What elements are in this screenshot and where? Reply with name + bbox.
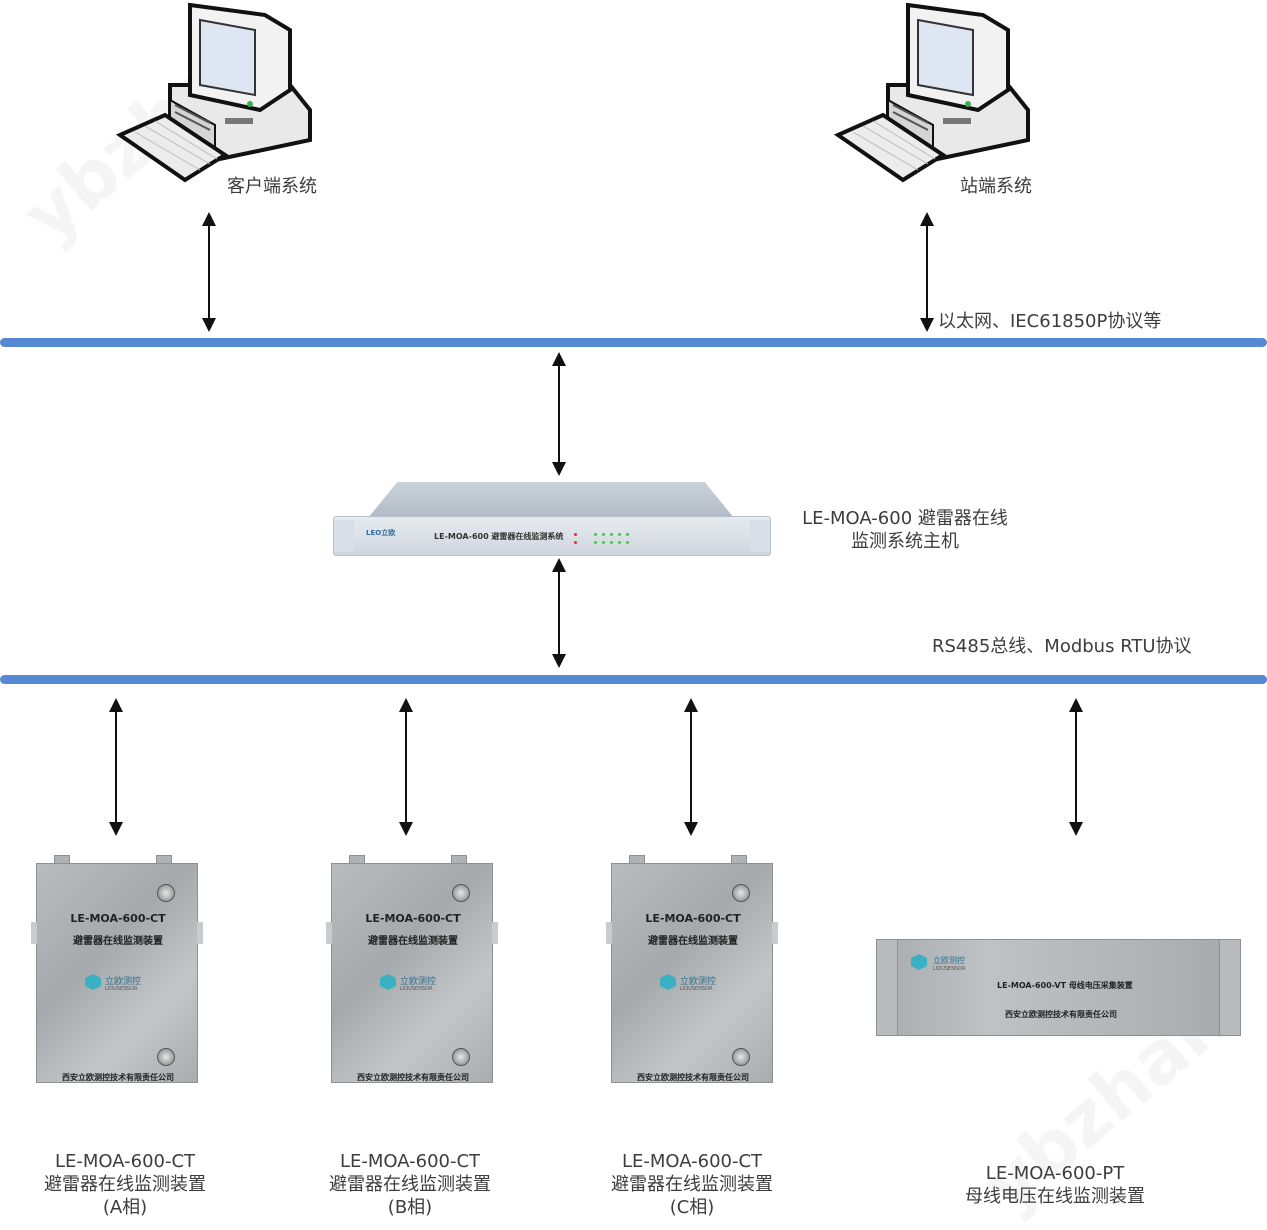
panel-model: LE-MOA-600-CT	[70, 912, 166, 925]
panel-brand: 立欧测控	[400, 977, 437, 987]
brand-logo-icon	[911, 954, 927, 970]
side-port	[492, 922, 498, 944]
panel-company: 西安立欧测控技术有限责任公司	[357, 1073, 469, 1082]
side-port	[772, 922, 778, 944]
host-label: LE-MOA-600 避雷器在线 监测系统主机	[790, 507, 1020, 553]
led-green	[602, 533, 605, 536]
host-label-line1: LE-MOA-600 避雷器在线	[802, 508, 1008, 529]
panel-name: 避雷器在线监测装置	[368, 936, 458, 947]
led-red	[574, 533, 577, 536]
arrow-ethernet-host	[552, 352, 566, 476]
arrow-rs485-device-a	[109, 698, 123, 836]
rack-flange-right	[1219, 940, 1240, 1035]
client-system-label: 客户端系统	[227, 176, 317, 197]
panel-brand: 立欧测控	[105, 977, 142, 987]
panel-brand-en: LIOUSENSOR	[400, 986, 433, 992]
station-computer	[833, 0, 1033, 190]
device-model: LE-MOA-600-PT	[985, 1163, 1125, 1184]
station-system-label: 站端系统	[960, 176, 1032, 197]
device-model: LE-MOA-600-CT	[621, 1151, 763, 1172]
device-name: 母线电压在线监测装置	[965, 1186, 1145, 1207]
ct-device-a: LE-MOA-600-CT 避雷器在线监测装置 立欧测控 LIOUSENSOR …	[31, 855, 203, 1083]
device-name: 避雷器在线监测装置	[329, 1174, 491, 1195]
panel-model: LE-MOA-600-CT	[645, 912, 741, 925]
indicator-knob	[452, 884, 470, 902]
arrow-station-ethernet	[920, 212, 934, 332]
side-port	[326, 922, 332, 944]
panel-brand: 立欧测控	[933, 956, 965, 965]
device-c-label: LE-MOA-600-CT 避雷器在线监测装置 (C相)	[587, 1150, 797, 1219]
panel-company: 西安立欧测控技术有限责任公司	[637, 1073, 749, 1082]
device-name: 避雷器在线监测装置	[611, 1174, 773, 1195]
indicator-knob	[452, 1048, 470, 1066]
rack-top	[368, 482, 734, 518]
rack-panel-title: LE-MOA-600 避雷器在线监测系统	[434, 532, 564, 541]
device-model: LE-MOA-600-CT	[54, 1151, 196, 1172]
panel-model: LE-MOA-600-CT	[365, 912, 461, 925]
led-green	[594, 533, 597, 536]
device-name: 避雷器在线监测装置	[44, 1174, 206, 1195]
device-phase: (C相)	[669, 1197, 715, 1218]
client-computer	[115, 0, 315, 190]
led-green	[618, 533, 621, 536]
panel-name: 避雷器在线监测装置	[648, 936, 738, 947]
desktop-computer-icon	[833, 2, 1030, 183]
panel-company: 西安立欧测控技术有限责任公司	[1005, 1010, 1117, 1019]
panel-brand-en: LIOUSENSOR	[933, 966, 966, 972]
arrow-rs485-device-b	[399, 698, 413, 836]
side-port	[197, 922, 203, 944]
host-label-line2: 监测系统主机	[851, 531, 959, 552]
indicator-knob	[732, 884, 750, 902]
arrow-rs485-device-pt	[1069, 698, 1083, 836]
led-green	[626, 533, 629, 536]
rs485-bus	[0, 675, 1267, 684]
rack-ear-right	[750, 520, 770, 552]
led-green	[602, 541, 605, 544]
panel-name: 避雷器在线监测装置	[73, 936, 163, 947]
arrow-rs485-device-c	[684, 698, 698, 836]
brand-logo-icon	[660, 974, 676, 990]
led-green	[618, 541, 621, 544]
panel-brand: 立欧测控	[680, 977, 717, 987]
indicator-knob	[732, 1048, 750, 1066]
led-green	[626, 541, 629, 544]
ethernet-bus	[0, 338, 1267, 347]
rack-ear-left	[334, 520, 354, 552]
indicator-knob	[157, 1048, 175, 1066]
desktop-computer-icon	[115, 2, 312, 183]
pt-device: 立欧测控 LIOUSENSOR LE-MOA-600-VT 母线电压采集装置 西…	[876, 939, 1241, 1036]
led-green	[594, 541, 597, 544]
led-green	[610, 533, 613, 536]
ct-enclosure: LE-MOA-600-CT 避雷器在线监测装置 立欧测控 LIOUSENSOR …	[326, 863, 498, 1083]
ethernet-protocol-label: 以太网、IEC61850P协议等	[938, 311, 1162, 332]
device-pt-label: LE-MOA-600-PT 母线电压在线监测装置	[940, 1162, 1170, 1208]
device-phase: (B相)	[387, 1197, 433, 1218]
panel-title: LE-MOA-600-VT 母线电压采集装置	[997, 981, 1133, 990]
rack-brand: LEO立欧	[366, 529, 396, 537]
ct-enclosure: LE-MOA-600-CT 避雷器在线监测装置 立欧测控 LIOUSENSOR …	[31, 863, 203, 1083]
ct-device-c: LE-MOA-600-CT 避雷器在线监测装置 立欧测控 LIOUSENSOR …	[606, 855, 778, 1083]
indicator-knob	[157, 884, 175, 902]
panel-brand-en: LIOUSENSOR	[105, 986, 138, 992]
panel-company: 西安立欧测控技术有限责任公司	[62, 1073, 174, 1082]
led-green	[610, 541, 613, 544]
arrow-client-ethernet	[202, 212, 216, 332]
brand-logo-icon	[85, 974, 101, 990]
ct-device-b: LE-MOA-600-CT 避雷器在线监测装置 立欧测控 LIOUSENSOR …	[326, 855, 498, 1083]
rack-flange-left	[877, 940, 898, 1035]
side-port	[606, 922, 612, 944]
device-model: LE-MOA-600-CT	[339, 1151, 481, 1172]
arrow-host-rs485	[552, 558, 566, 668]
side-port	[31, 922, 37, 944]
device-a-label: LE-MOA-600-CT 避雷器在线监测装置 (A相)	[20, 1150, 230, 1219]
panel-brand-en: LIOUSENSOR	[680, 986, 713, 992]
brand-logo-icon	[380, 974, 396, 990]
host-rack-unit: LEO立欧 LE-MOA-600 避雷器在线监测系统	[333, 482, 771, 556]
device-phase: (A相)	[102, 1197, 148, 1218]
ct-enclosure: LE-MOA-600-CT 避雷器在线监测装置 立欧测控 LIOUSENSOR …	[606, 863, 778, 1083]
device-b-label: LE-MOA-600-CT 避雷器在线监测装置 (B相)	[305, 1150, 515, 1219]
rs485-protocol-label: RS485总线、Modbus RTU协议	[932, 636, 1192, 657]
rack-front-panel: LEO立欧 LE-MOA-600 避雷器在线监测系统	[333, 516, 771, 556]
led-red	[574, 541, 577, 544]
